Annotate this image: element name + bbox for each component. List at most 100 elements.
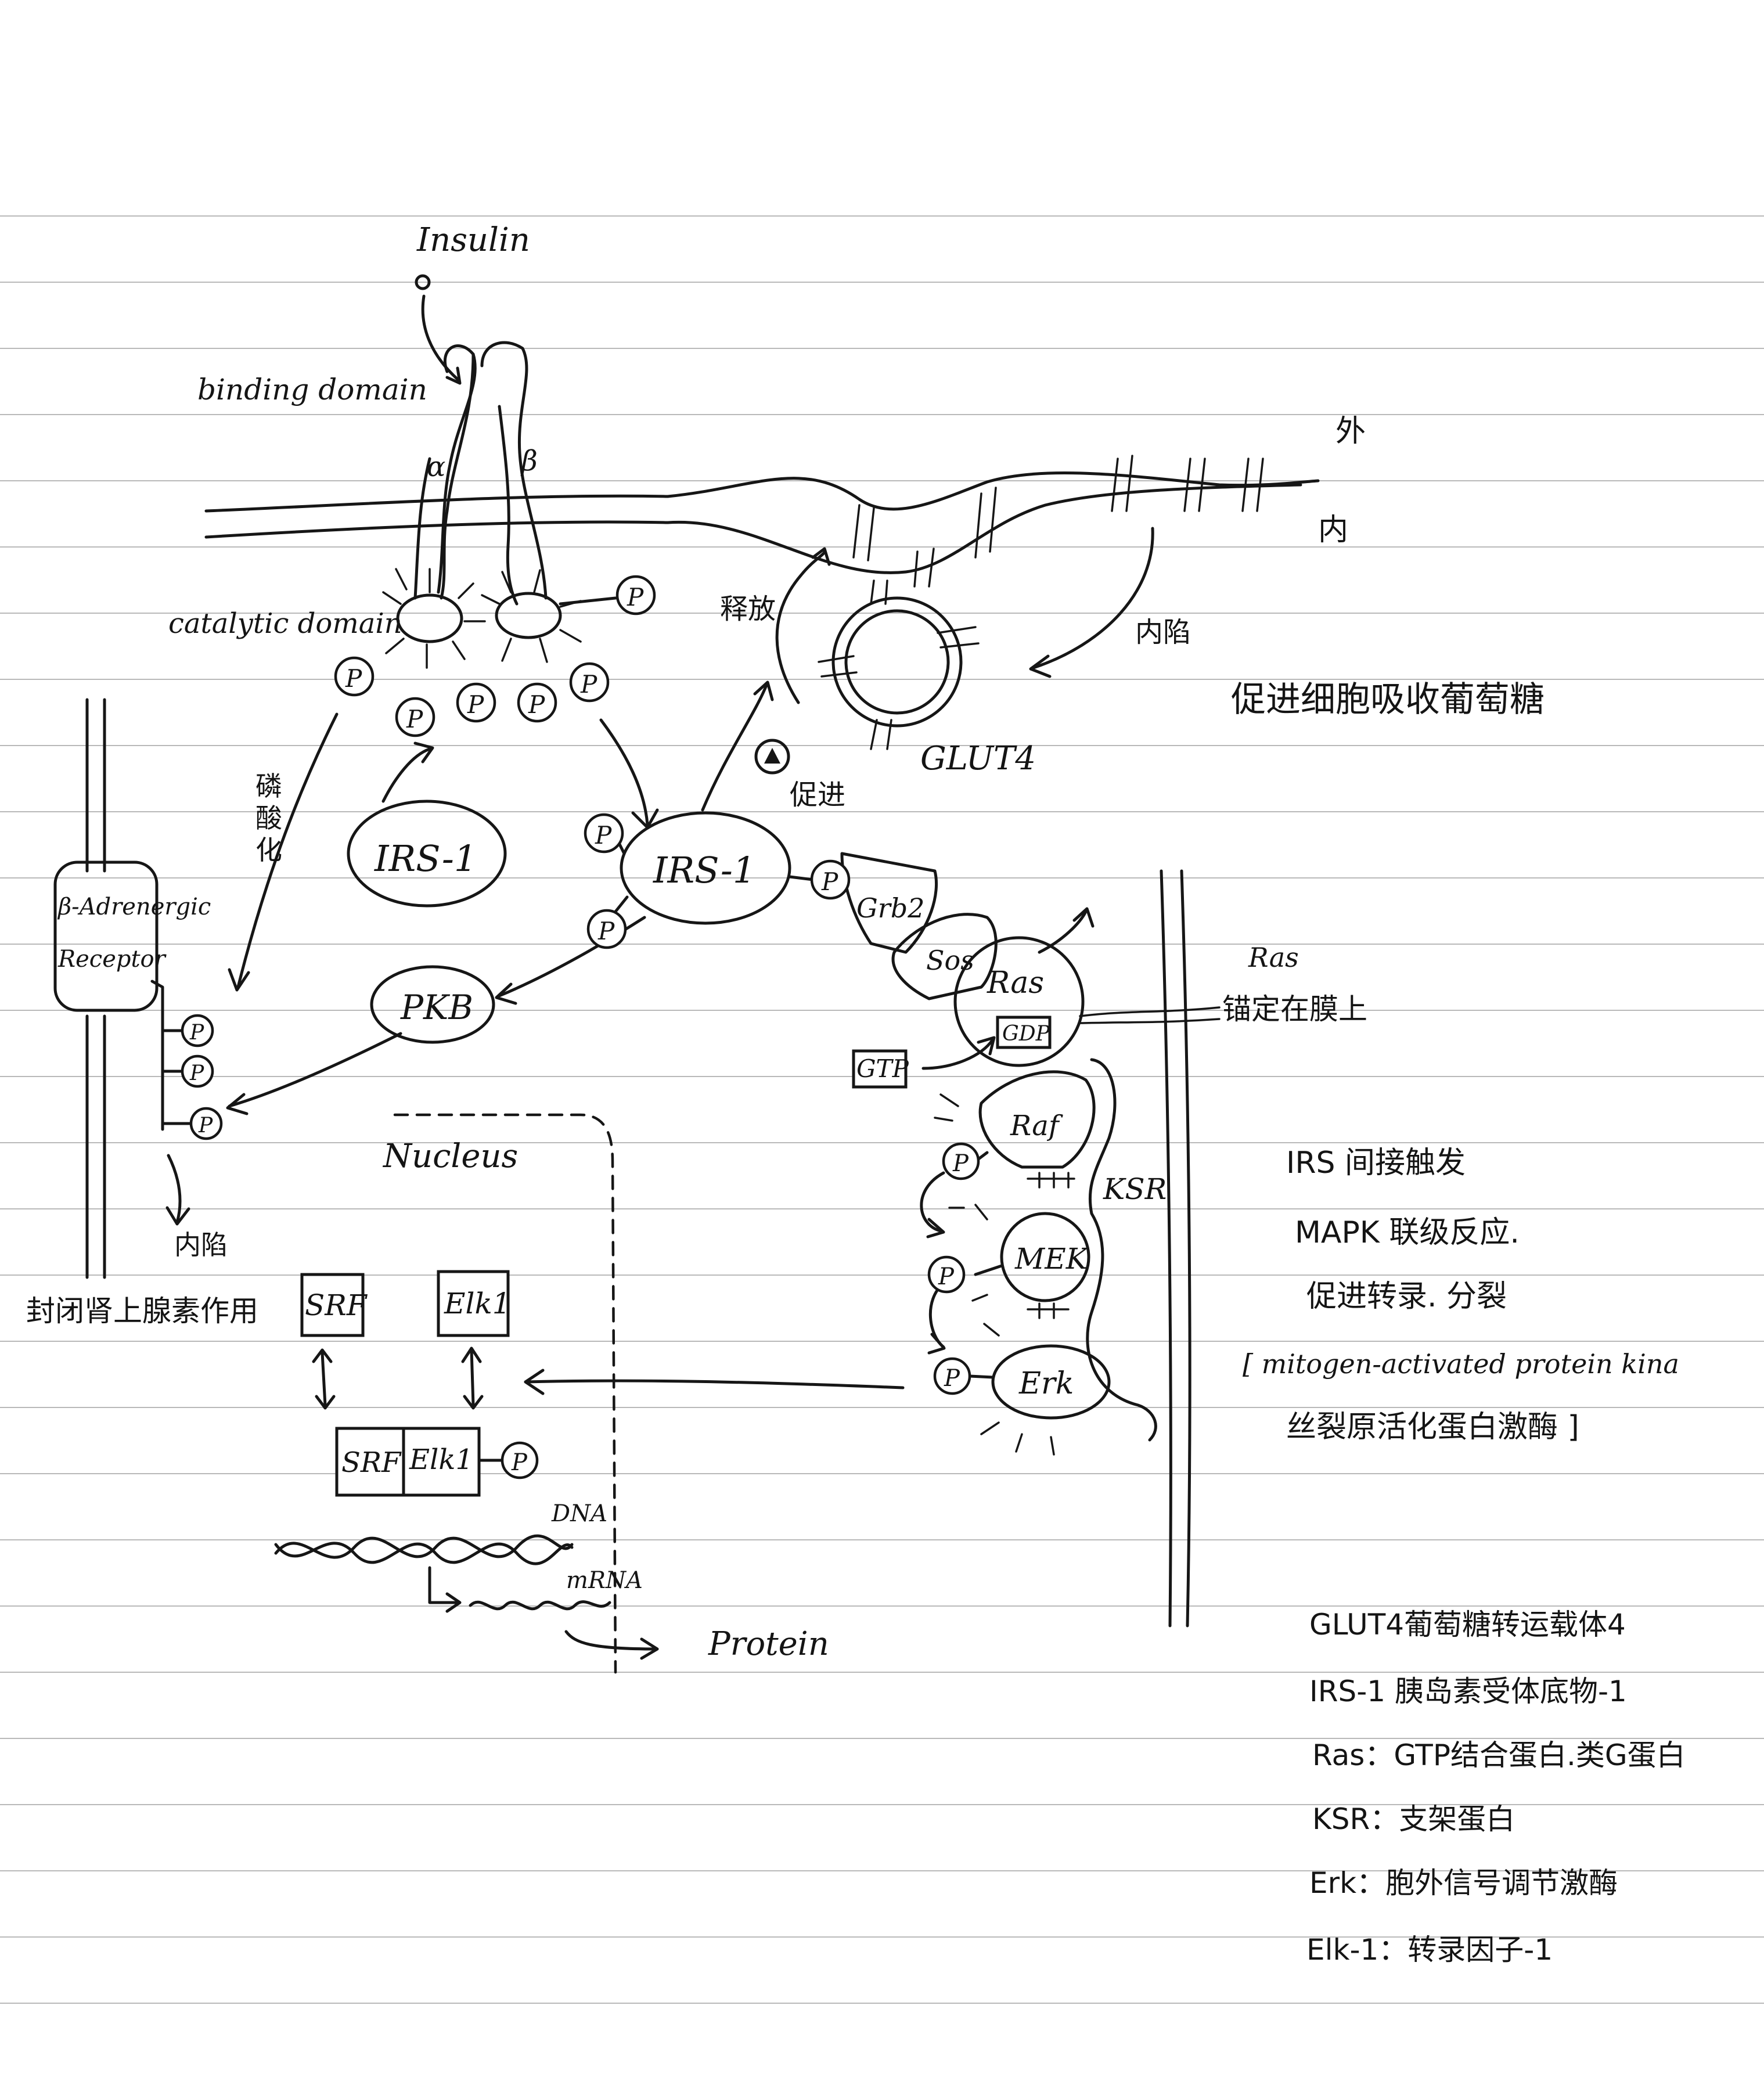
ras-up-arrow [1038, 910, 1088, 954]
receptor-endocytosis-arrow [167, 1154, 182, 1224]
ras-anchor-title: Ras [1248, 942, 1299, 973]
ksr-scaffold [1086, 1058, 1157, 1442]
irs1-inactive [347, 800, 507, 908]
srf-box [300, 1273, 365, 1337]
elk1-label: Elk1 [444, 1287, 511, 1320]
membrane-vertical-2 [1180, 869, 1191, 1628]
arrowhead [1029, 654, 1052, 678]
elk1-complex-label: Elk1 [409, 1443, 473, 1476]
svg-text:P: P [198, 1114, 213, 1137]
phosphate-badge: P [615, 575, 656, 615]
svg-text:P: P [406, 705, 423, 733]
svg-text:P: P [189, 1021, 204, 1045]
erk-to-nucleus-arrow [524, 1379, 905, 1389]
insulin-molecule [415, 274, 431, 290]
receptor-to-irs1-arrow [599, 718, 649, 826]
arrowhead [811, 547, 831, 566]
catalytic-domain-label: catalytic domain [168, 607, 402, 640]
phosphate-badge: P [933, 1357, 971, 1395]
srf-complex-label: SRF [341, 1446, 402, 1479]
pkb [370, 965, 495, 1044]
receptor-endocytosis-label: 内陷 [174, 1229, 228, 1261]
ras-anchor-note: 锚定在膜上 [1222, 992, 1367, 1026]
arrowhead [413, 741, 434, 764]
phosphate-badge: P [927, 1255, 966, 1294]
gdp-box [996, 1016, 1052, 1049]
arrowhead [495, 982, 517, 1005]
p-tether [559, 596, 617, 606]
beta-subunit-outline [480, 341, 548, 600]
dna-label: DNA [551, 1500, 607, 1527]
insulin-label: Insulin [416, 221, 530, 259]
glossary-elk1: Elk-1：转录因子-1 [1306, 1933, 1553, 1967]
glossary-irs1: IRS-1 胰岛素受体底物-1 [1309, 1675, 1627, 1708]
grb2-label: Grb2 [856, 892, 924, 924]
svg-text:P: P [580, 670, 597, 699]
phosphate-badge: P [181, 1014, 214, 1047]
phosphate-badge: P [456, 682, 496, 723]
arrowhead [165, 1206, 190, 1226]
beta-receptor-label-2: Receptor [57, 946, 167, 973]
svg-text:P: P [952, 1150, 969, 1177]
irs1-inactive-label: IRS-1 [374, 837, 477, 880]
raf-mek-link [1027, 1172, 1075, 1189]
alpha-subunit-outline [437, 344, 477, 594]
svg-text:P: P [627, 583, 644, 611]
glossary: GLUT4葡萄糖转运载体4 IRS-1 胰岛素受体底物-1 Ras：GTP结合蛋… [1306, 1608, 1686, 1967]
alpha-label: α [427, 451, 445, 483]
release-label: 释放 [720, 593, 776, 625]
arrowhead [926, 1218, 945, 1238]
release-arrow [775, 550, 826, 704]
mek-label: MEK [1014, 1242, 1089, 1276]
cascade-activation-rays [934, 1093, 1055, 1456]
ras-label: Ras [987, 966, 1044, 1000]
nucleus-label: Nucleus [382, 1137, 518, 1175]
p-tether [968, 1374, 995, 1379]
membrane-inner-leaflet [204, 483, 1302, 574]
mitogen-english-note: [ mitogen-activated protein kina [1243, 1348, 1679, 1380]
svg-text:P: P [595, 821, 612, 849]
mitogen-chinese-note: 丝裂原活化蛋白激酶 ] [1286, 1410, 1579, 1445]
phosphorylation-char-2: 酸 [255, 802, 282, 834]
phosphate-badge: P [810, 859, 851, 900]
block-adrenaline-note: 封闭肾上腺素作用 [26, 1294, 258, 1328]
phosphorylation-char-3: 化 [255, 834, 282, 866]
ksr-label: KSR [1103, 1172, 1167, 1206]
endocytosis-arrow [1032, 527, 1154, 669]
phosphorylation-char-1: 磷 [255, 771, 282, 802]
glut4-vesicle-inner [844, 609, 950, 715]
gtp-to-ras-arrow [921, 1038, 995, 1070]
svg-text:P: P [944, 1365, 960, 1392]
mek-to-erk-curl [929, 1281, 945, 1349]
p-tether [974, 1264, 1003, 1276]
arrowhead [753, 681, 774, 701]
beta-adrenergic-receptor [53, 861, 159, 1012]
gtp-box [852, 1049, 908, 1089]
phosphate-badge: P [395, 697, 435, 737]
glossary-glut4: GLUT4葡萄糖转运载体4 [1309, 1608, 1626, 1641]
arrowhead [927, 1333, 946, 1355]
translation-arrow [564, 1630, 659, 1660]
svg-text:P: P [467, 690, 484, 719]
endocytosis-label: 内陷 [1135, 616, 1191, 649]
svg-text:P: P [821, 867, 838, 896]
arrowhead [226, 1093, 249, 1115]
notebook-rules [0, 215, 1764, 2004]
dna-strand-1 [274, 1534, 574, 1559]
srf-complex-box [335, 1427, 405, 1497]
phosphate-badge: P [569, 662, 610, 703]
phosphate-badge: P [942, 1142, 980, 1180]
alpha-subunit-inner [440, 352, 475, 600]
dna-strand-2 [274, 1542, 574, 1565]
phosphate-groups: P P P P P P P P P P P P P P P P [181, 575, 980, 1479]
glossary-ras: Ras：GTP结合蛋白.类G蛋白 [1312, 1738, 1686, 1772]
promote-symbol [754, 739, 790, 775]
elk1-binding-arrow [461, 1346, 484, 1410]
phosphate-badge: P [517, 682, 557, 723]
inside-label: 内 [1318, 513, 1348, 548]
outside-label: 外 [1335, 414, 1366, 449]
nuclear-envelope [393, 1113, 617, 1674]
phosphate-badge: P [584, 813, 624, 854]
insulin-binding-arrow [421, 294, 460, 382]
